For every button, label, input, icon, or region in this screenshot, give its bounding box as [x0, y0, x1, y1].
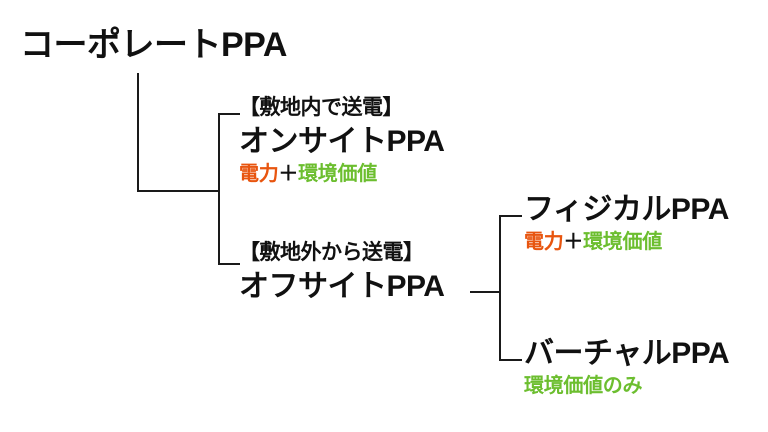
- physical-value-power: 電力: [524, 231, 564, 253]
- connector-root-trunk-horizontal: [137, 190, 219, 192]
- connector-level3-bracket-vertical: [499, 215, 501, 361]
- onsite-ppa-value: 電力＋環境価値: [239, 163, 444, 185]
- onsite-value-environment: 環境価値: [298, 163, 377, 186]
- offsite-ppa-bracket-label: 【敷地外から送電】: [239, 241, 424, 264]
- physical-value-plus: ＋: [563, 231, 584, 253]
- connector-level3-branch-virtual: [499, 359, 522, 361]
- onsite-value-plus: ＋: [278, 163, 299, 186]
- connector-level2-bracket-vertical: [218, 113, 220, 265]
- onsite-value-power: 電力: [239, 163, 279, 186]
- root-node-corporate-ppa: コーポレートPPA: [20, 26, 287, 64]
- onsite-ppa-name: オンサイトPPA: [239, 125, 445, 159]
- node-onsite-ppa: 【敷地内で送電】 オンサイトPPA 電力＋環境価値: [239, 96, 445, 185]
- onsite-ppa-bracket-label: 【敷地内で送電】: [239, 96, 404, 119]
- physical-value-environment: 環境価値: [583, 231, 662, 253]
- virtual-ppa-name: バーチャルPPA: [524, 337, 730, 370]
- physical-ppa-value: 電力＋環境価値: [524, 231, 729, 253]
- virtual-ppa-value: 環境価値のみ: [524, 375, 643, 397]
- connector-level2-branch-onsite: [218, 113, 240, 115]
- connector-offsite-to-level3: [470, 291, 501, 293]
- physical-ppa-name: フィジカルPPA: [524, 193, 729, 226]
- node-physical-ppa: フィジカルPPA 電力＋環境価値: [524, 193, 729, 253]
- offsite-ppa-name: オフサイトPPA: [239, 270, 445, 304]
- connector-level2-branch-offsite: [218, 263, 240, 265]
- node-offsite-ppa: 【敷地外から送電】 オフサイトPPA: [239, 241, 445, 304]
- connector-level3-branch-physical: [499, 215, 522, 217]
- connector-root-trunk-vertical: [137, 73, 139, 192]
- node-virtual-ppa: バーチャルPPA 環境価値のみ: [524, 337, 730, 397]
